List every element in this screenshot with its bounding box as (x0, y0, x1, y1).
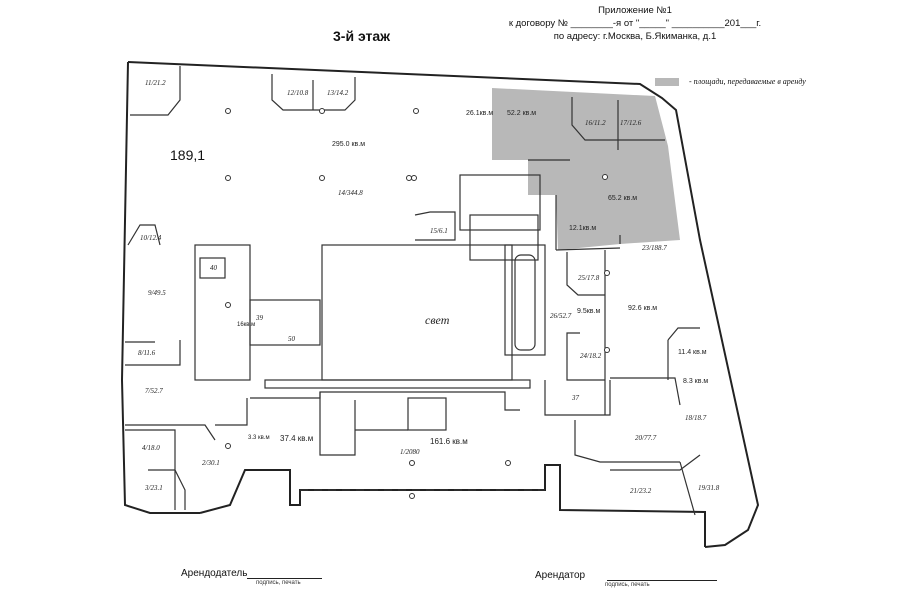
room-11: 11/21.2 (145, 79, 166, 87)
area-65-2: 65.2 кв.м (608, 195, 637, 202)
room-17: 17/12.6 (620, 119, 642, 127)
room-2: 2/30.1 (202, 459, 220, 467)
room-16: 16/11.2 (585, 119, 606, 127)
contract-line: к договору № ________-я от "_____" _____… (508, 18, 762, 29)
area-52-2: 52.2 кв.м (507, 110, 536, 117)
area-11-4: 11.4 кв.м (678, 349, 707, 356)
floor-title: 3-й этаж (333, 28, 391, 44)
columns (225, 108, 610, 499)
legend-text: - площади, передаваемые в аренду (689, 77, 806, 86)
room-24: 24/18.2 (580, 352, 602, 360)
room-25: 25/17.8 (578, 274, 600, 282)
room-20: 20/77.7 (635, 434, 657, 442)
room-15: 15/6.1 (430, 227, 448, 235)
room-26: 26/52.7 (550, 312, 572, 320)
room-1: 1/2080 (400, 448, 420, 456)
landlord-signature-hint: подпись, печать (256, 580, 301, 586)
area-37-4: 37.4 кв.м (280, 434, 313, 443)
atrium-label: свет (425, 313, 450, 327)
appendix-title: Приложение №1 (598, 5, 672, 16)
area-92-6: 92.6 кв.м (628, 305, 657, 312)
room-39: 39 (255, 314, 264, 322)
room-23: 23/188.7 (642, 244, 667, 252)
tenant-label: Арендатор (535, 570, 586, 581)
area-16: 16кв.м (237, 322, 255, 328)
room-14: 14/344.8 (338, 189, 363, 197)
room-13: 13/14.2 (327, 89, 349, 97)
room-3: 3/23.1 (144, 484, 163, 492)
room-21: 21/23.2 (630, 487, 652, 495)
room-9: 9/49.5 (148, 289, 166, 297)
tenant-signature: Арендатор подпись, печать (535, 570, 718, 588)
area-26-1: 26.1кв.м (466, 110, 493, 117)
leased-area (492, 88, 680, 250)
area-161-6: 161.6 кв.м (430, 437, 468, 446)
room-18: 18/18.7 (685, 414, 707, 422)
area-3-3: 3.3 кв.м (248, 435, 270, 441)
landlord-signature: Арендодатель подпись, печать (181, 568, 323, 586)
area-12-1: 12.1кв.м (569, 225, 596, 232)
area-295: 295.0 кв.м (332, 141, 365, 148)
total-area-left: 189,1 (170, 147, 205, 163)
room-37: 37 (571, 394, 580, 402)
room-50: 50 (288, 335, 296, 343)
room-8: 8/11.6 (138, 349, 156, 357)
room-12: 12/10.8 (287, 89, 309, 97)
room-7: 7/52.7 (145, 387, 163, 395)
landlord-label: Арендодатель (181, 568, 248, 579)
room-10: 10/12.4 (140, 234, 162, 242)
area-8-3: 8.3 кв.м (683, 378, 708, 385)
inner-walls (125, 66, 701, 516)
area-9-5: 9.5кв.м (577, 308, 600, 315)
legend-swatch (655, 77, 679, 86)
room-4: 4/18.0 (142, 444, 160, 452)
legend: - площади, передаваемые в аренду (655, 77, 806, 86)
document-header: Приложение №1 к договору № ________-я от… (500, 4, 770, 43)
room-19: 19/31.8 (698, 484, 720, 492)
room-40: 40 (210, 264, 218, 272)
address-line: по адресу: г.Москва, Б.Якиманка, д.1 (553, 31, 717, 42)
tenant-signature-hint: подпись, печать (605, 582, 650, 588)
